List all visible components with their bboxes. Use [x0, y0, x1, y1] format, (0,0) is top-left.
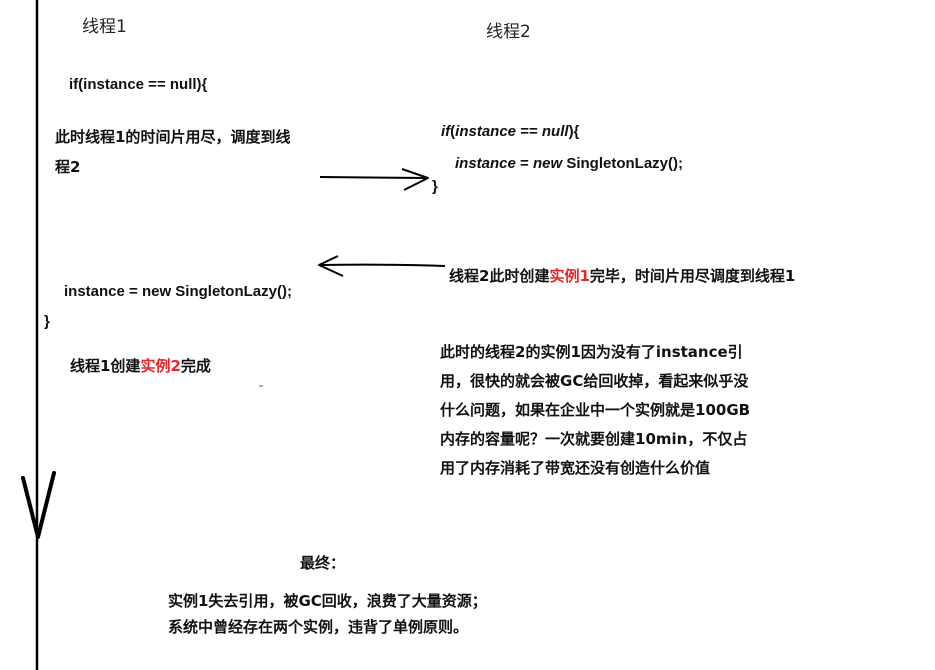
- arrow-to-thread1: [318, 255, 446, 277]
- arrow-to-thread2: [319, 168, 429, 191]
- thread1-close-brace: }: [44, 313, 50, 330]
- thread1-timeslice-note-line2: 程2: [55, 158, 81, 176]
- thread2-assign-new: new: [532, 155, 563, 172]
- conclusion-line1: 实例1失去引用，被GC回收，浪费了大量资源；: [168, 592, 487, 610]
- timeline-arrowhead: [21, 471, 56, 539]
- conclusion-line2: 系统中曾经存在两个实例，违背了单例原则。: [168, 618, 469, 636]
- thread2-assign-eq: =: [515, 155, 533, 172]
- thread2-if-statement: if(instance == null){: [441, 123, 579, 140]
- explanation-line: 用，很快的就会被GC给回收掉，看起来似乎没: [440, 372, 749, 390]
- explanation-line: 用了内存消耗了带宽还没有创造什么价值: [440, 459, 711, 477]
- thread1-timeslice-note-line1: 此时线程1的时间片用尽，调度到线: [55, 128, 291, 146]
- thread2-assign-class: SingletonLazy();: [562, 155, 683, 172]
- explanation-paragraph: 此时的线程2的实例1因为没有了instance引 用，很快的就会被GC给回收掉，…: [440, 338, 750, 483]
- thread2-assign-var: instance: [455, 155, 516, 172]
- explanation-line: 内存的容量呢？一次就要创建10min，不仅占: [440, 430, 748, 448]
- thread2-paren-open: (: [450, 123, 456, 140]
- explanation-line: 此时的线程2的实例1因为没有了instance引: [440, 343, 743, 361]
- thread1-if-statement: if(instance == null){: [69, 76, 208, 93]
- thread2-cond-var: instance: [455, 123, 517, 140]
- explanation-line: 什么问题，如果在企业中一个实例就是100GB: [440, 401, 751, 419]
- thread2-created-note: 线程2此时创建实例1完毕，时间片用尽调度到线程1: [449, 265, 795, 286]
- thread2-created-suffix: 完毕，时间片用尽调度到线程1: [589, 267, 796, 285]
- thread2-assign-statement: instance = new SingletonLazy();: [455, 155, 683, 172]
- thread2-cond-null: null: [541, 123, 569, 140]
- thread1-assign-statement: instance = new SingletonLazy();: [64, 283, 292, 300]
- thread2-created-instance: 实例1: [549, 267, 590, 285]
- thread2-paren-close: ){: [568, 123, 580, 140]
- thread2-created-prefix: 线程2此时创建: [449, 267, 550, 285]
- thread1-created-prefix: 线程1创建: [70, 357, 141, 375]
- thread1-created-suffix: 完成: [180, 357, 211, 375]
- thread2-close-brace: }: [432, 178, 438, 195]
- thread2-if-keyword: if: [441, 123, 451, 140]
- thread1-header: 线程1: [82, 17, 127, 37]
- thread2-header: 线程2: [486, 22, 531, 42]
- thread1-created-note: 线程1创建实例2完成: [70, 355, 211, 376]
- conclusion-title: 最终：: [300, 554, 346, 572]
- thread1-created-instance: 实例2: [140, 357, 181, 375]
- thread2-cond-op: ==: [516, 123, 542, 140]
